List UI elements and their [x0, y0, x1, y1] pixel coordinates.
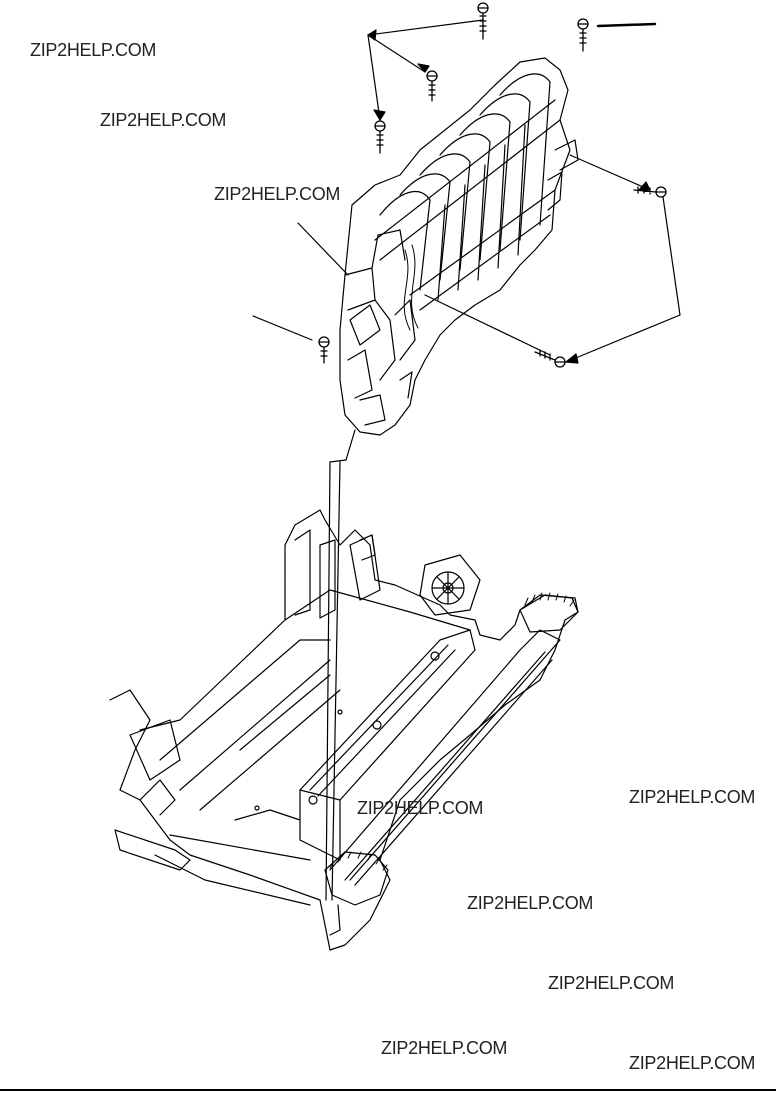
footer-rule [0, 1089, 776, 1091]
watermark-text: ZIP2HELP.COM [629, 1053, 756, 1073]
watermark-text: ZIP2HELP.COM [357, 798, 484, 818]
base-chassis [109, 509, 579, 951]
watermark-text: ZIP2HELP.COM [548, 973, 675, 993]
screw-icon [477, 2, 489, 40]
screw-icon [374, 120, 386, 154]
screw-icon [318, 336, 330, 364]
fan-icon [419, 554, 481, 616]
upper-assembly [339, 57, 579, 436]
watermark-text: ZIP2HELP.COM [100, 110, 227, 130]
gear-icon [324, 851, 389, 936]
screw-icon [534, 349, 566, 368]
leader-lines [252, 19, 681, 901]
screw-icon [577, 18, 589, 52]
watermark-text: ZIP2HELP.COM [381, 1038, 508, 1058]
watermark-text: ZIP2HELP.COM [214, 184, 341, 204]
watermark-text: ZIP2HELP.COM [629, 787, 756, 807]
gear-icon [519, 592, 579, 633]
screw-icon [633, 186, 667, 198]
screw-icon [426, 70, 438, 102]
watermark-text: ZIP2HELP.COM [467, 893, 594, 913]
watermark-text: ZIP2HELP.COM [30, 40, 157, 60]
